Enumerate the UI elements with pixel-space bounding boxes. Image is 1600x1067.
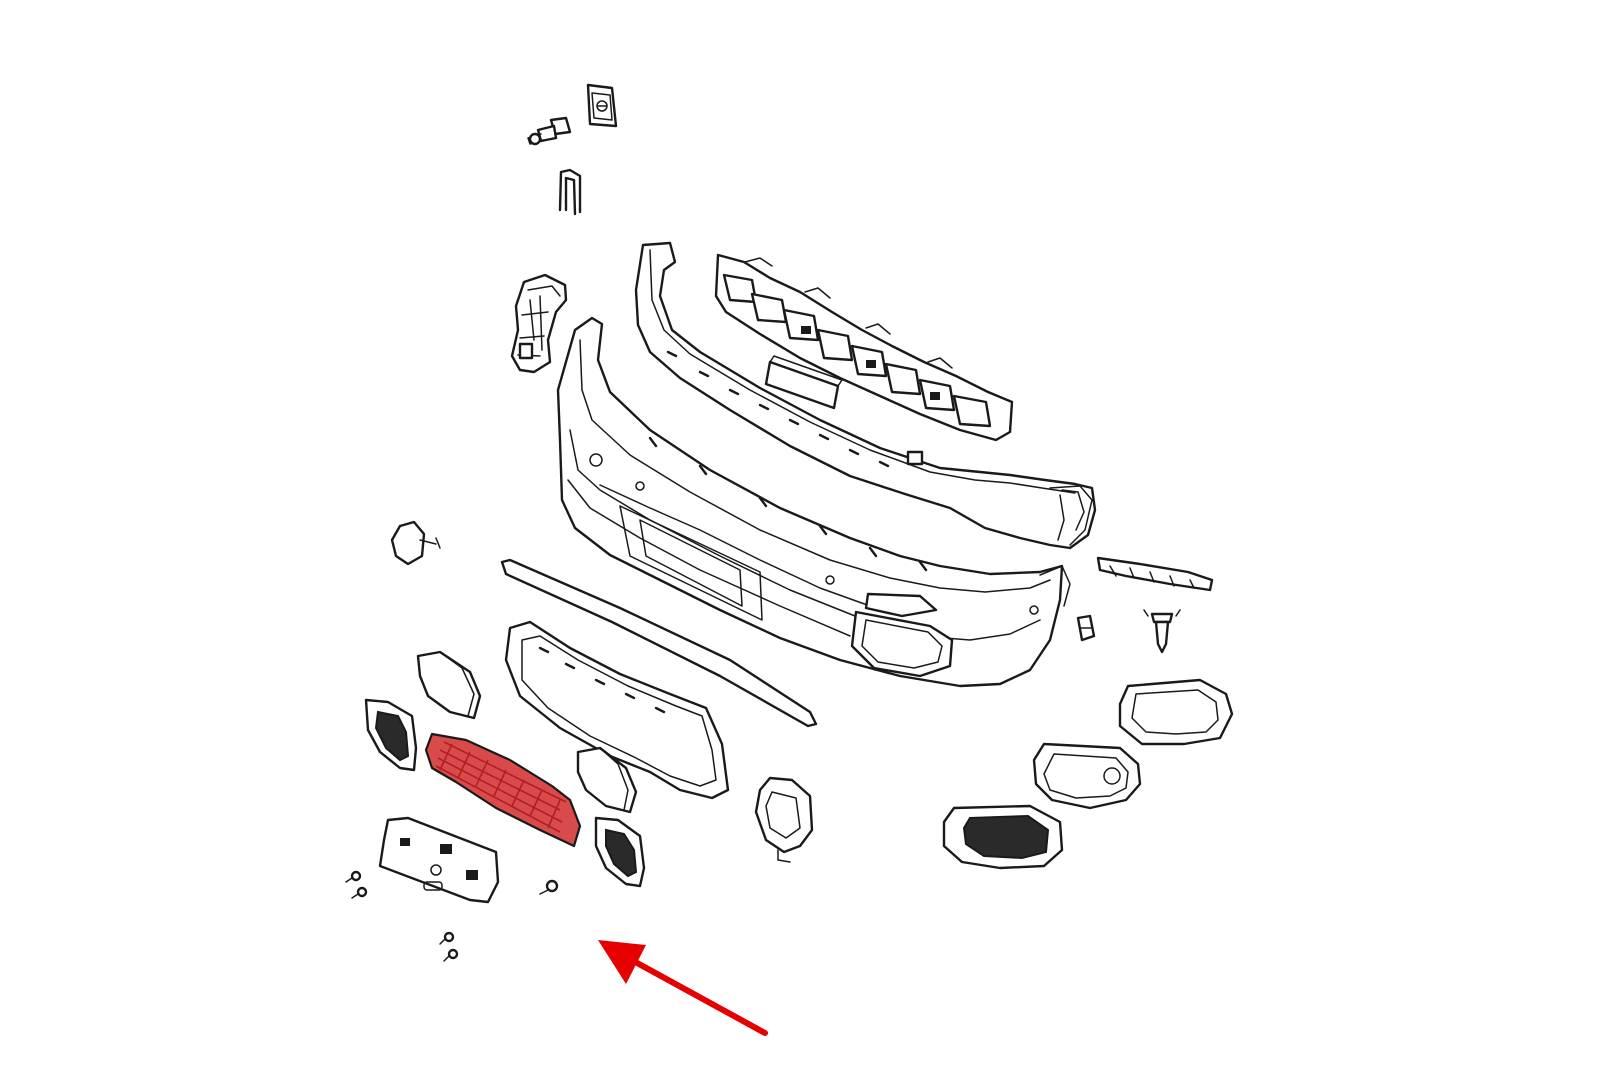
right-side-bracket — [1096, 556, 1214, 592]
license-plate-bracket — [378, 816, 500, 904]
center-fog-lamp-cover — [576, 746, 638, 814]
tow-hook-cover — [390, 520, 441, 566]
push-pin-fastener — [1143, 609, 1181, 654]
u-clip — [558, 168, 582, 216]
lower-trim-strip — [500, 558, 818, 728]
right-mesh-insert — [594, 816, 646, 888]
front-bumper-fascia — [556, 316, 1071, 688]
lower-grille-frame — [504, 620, 730, 800]
left-bumper-bracket — [510, 273, 568, 374]
absorber-clip — [906, 450, 924, 466]
red-arrow-icon — [598, 940, 768, 1036]
upper-fascia — [634, 241, 1097, 550]
fog-ring-upper — [1118, 678, 1234, 746]
left-fog-lamp-bezel — [416, 650, 482, 720]
lower-center-grille — [424, 732, 582, 848]
fog-ring-middle — [1032, 742, 1142, 810]
right-fog-lamp-bezel — [754, 776, 814, 863]
retainer-clip — [586, 83, 618, 128]
screws — [345, 870, 559, 962]
right-lower-mesh-bezel — [942, 804, 1064, 870]
screw-2 — [351, 886, 368, 899]
screw-1 — [345, 870, 362, 883]
energy-absorber — [714, 253, 1014, 442]
small-clip — [1076, 614, 1096, 642]
left-mesh-insert — [364, 698, 418, 772]
bolt-top — [527, 116, 572, 146]
center-bracket — [764, 355, 843, 410]
screw-5 — [539, 879, 559, 895]
screw-4 — [443, 948, 459, 962]
screw-3 — [439, 931, 455, 945]
